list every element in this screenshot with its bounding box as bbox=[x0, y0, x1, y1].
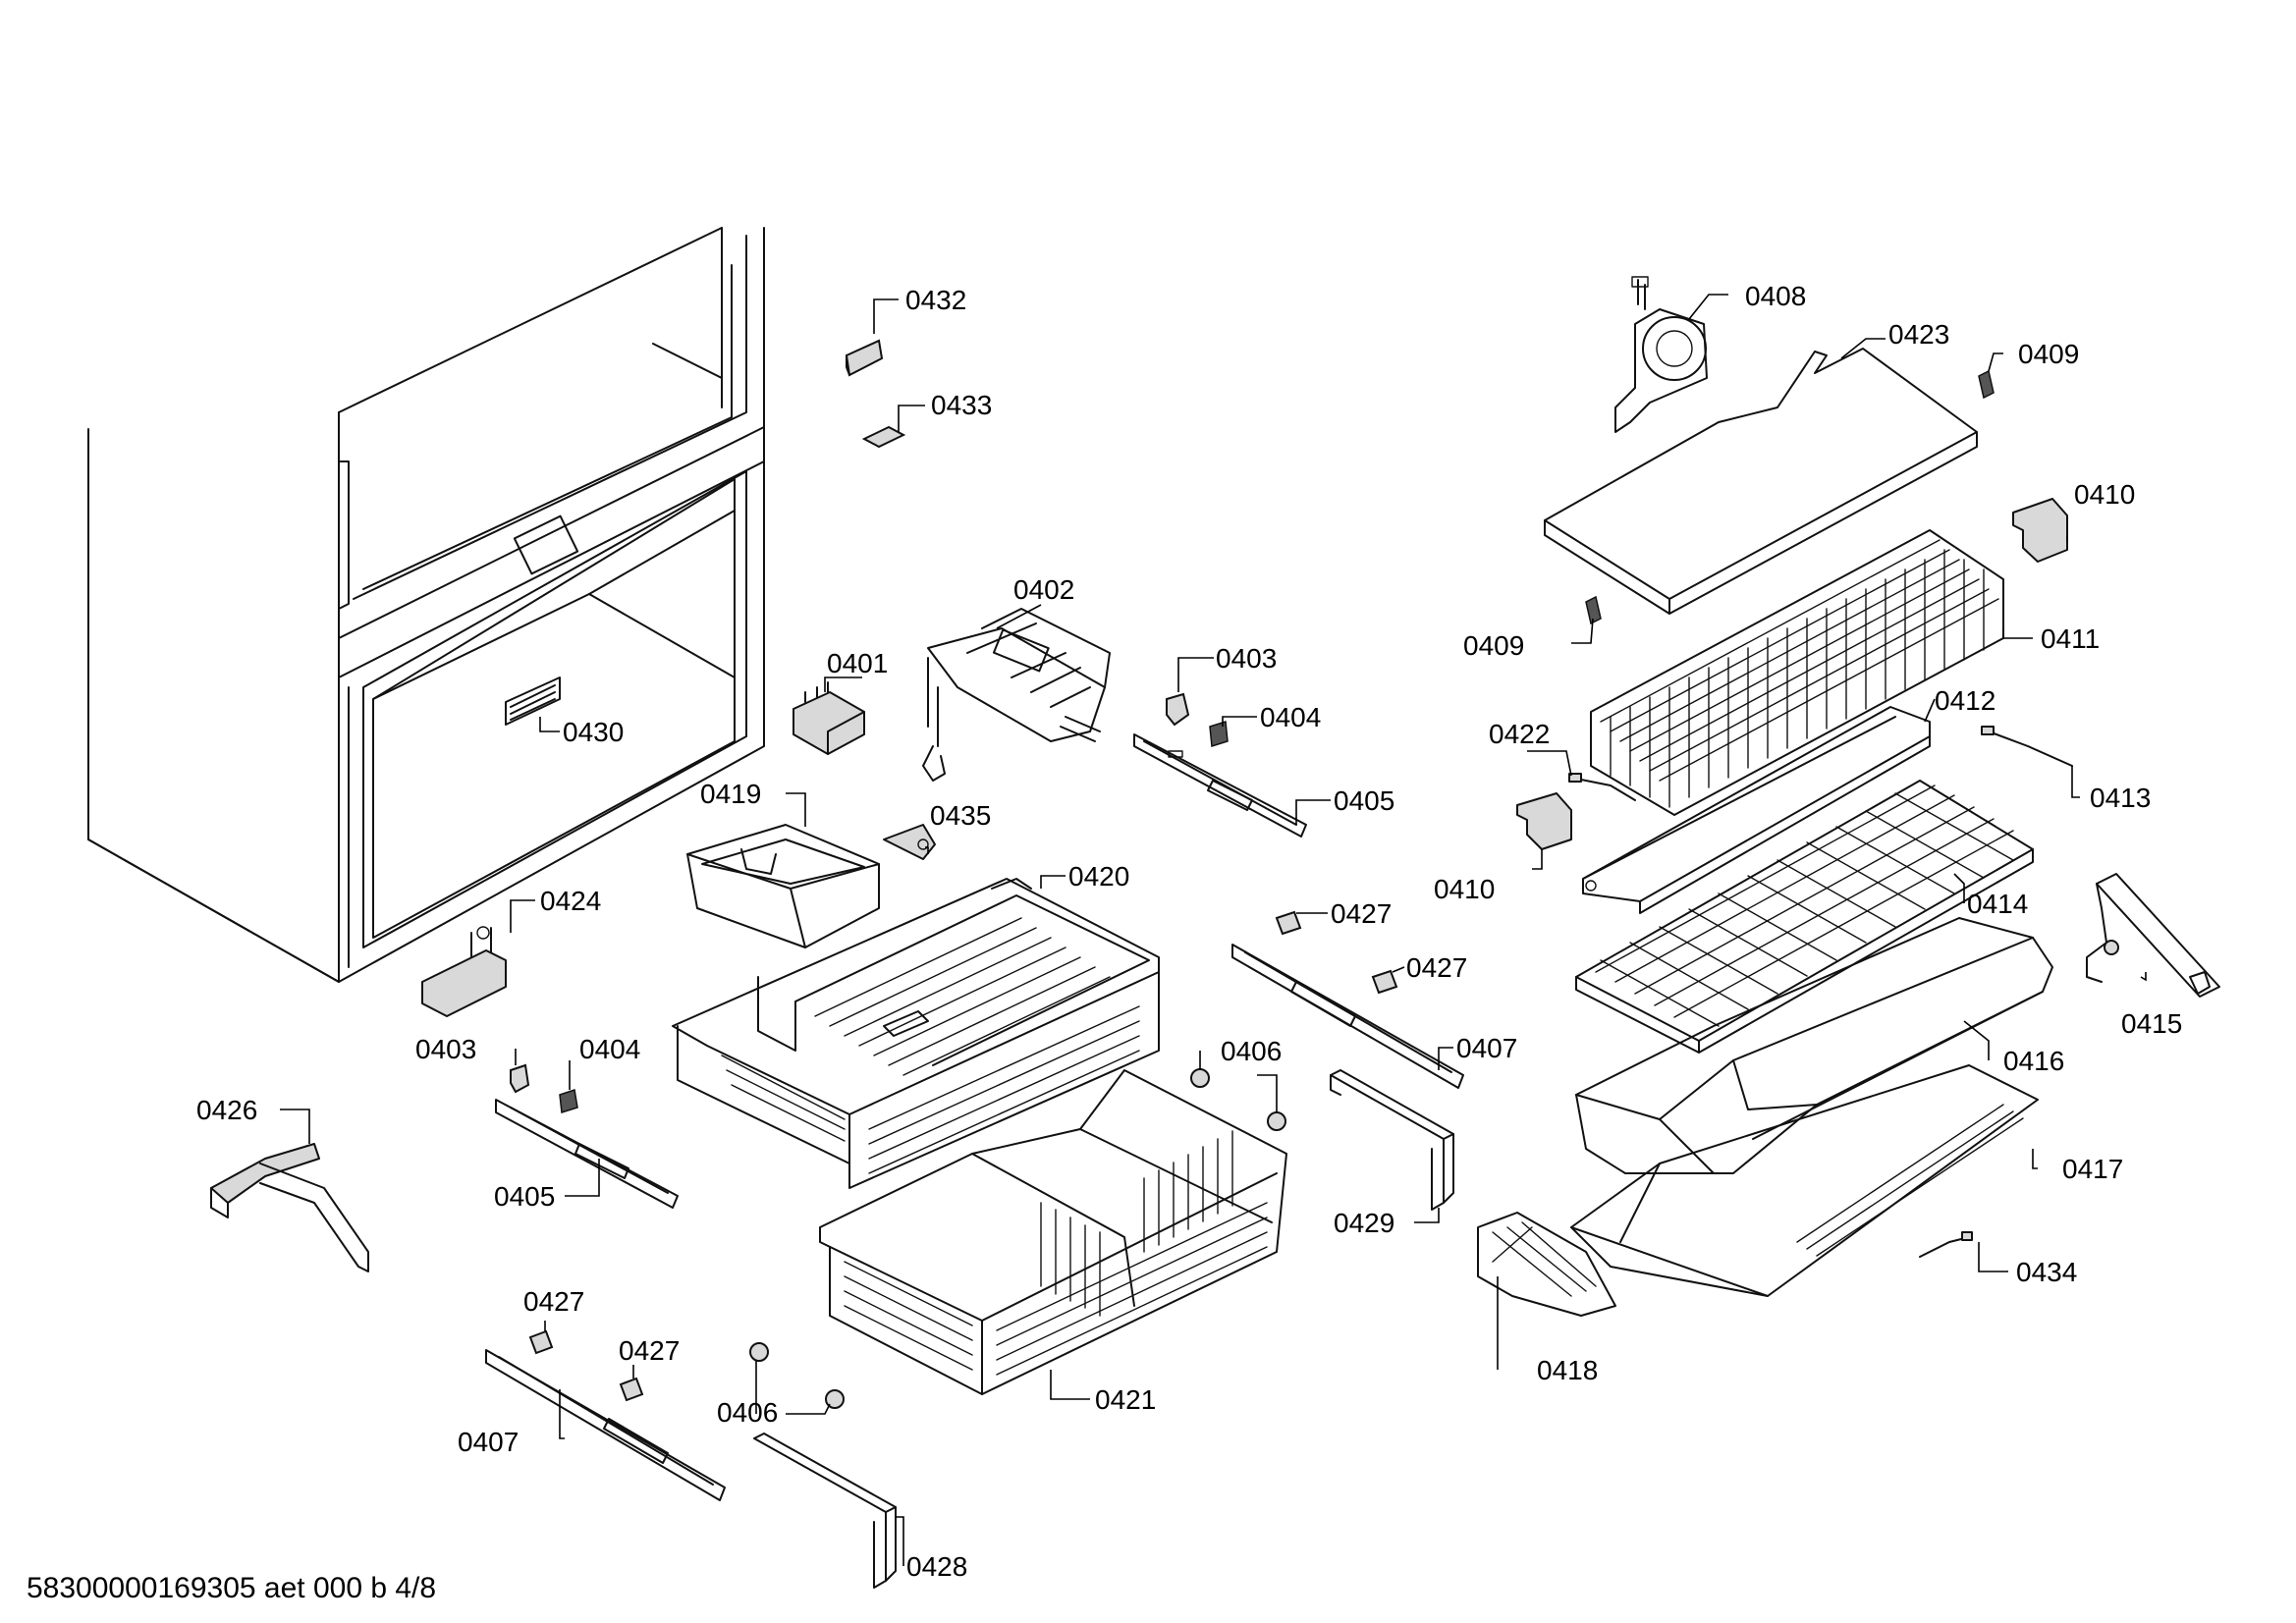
part-0412-tray bbox=[1582, 706, 1931, 914]
part-0416-cover bbox=[1575, 917, 2053, 1174]
callout-0413: 0413 bbox=[2090, 783, 2151, 813]
part-0434-sensor bbox=[1919, 1231, 1973, 1258]
part-0406-upper-a bbox=[1190, 1068, 1210, 1088]
part-0401 bbox=[793, 681, 865, 755]
callout-0423: 0423 bbox=[1888, 319, 1949, 350]
callout-0407-center: 0407 bbox=[1456, 1033, 1517, 1063]
callout-0418: 0418 bbox=[1537, 1355, 1598, 1385]
callout-0427-lower-b: 0427 bbox=[619, 1335, 680, 1366]
callout-0422: 0422 bbox=[1489, 719, 1550, 749]
callout-0410-upper: 0410 bbox=[2074, 479, 2135, 510]
callout-0433: 0433 bbox=[931, 390, 992, 420]
callout-0407-lower: 0407 bbox=[458, 1427, 519, 1457]
callout-0403-lower: 0403 bbox=[415, 1034, 476, 1064]
part-0422-sensor bbox=[1568, 773, 1636, 801]
callout-0402: 0402 bbox=[1013, 574, 1074, 605]
part-0427-center-a bbox=[1275, 910, 1302, 936]
part-0403-upper bbox=[1166, 692, 1190, 727]
callout-labels: 0432 0433 0402 0401 0403 0404 0405 0430 … bbox=[196, 281, 2182, 1582]
callout-0405-upper: 0405 bbox=[1334, 785, 1394, 816]
callout-0432: 0432 bbox=[905, 285, 966, 315]
part-0415-bracket bbox=[2086, 873, 2220, 998]
evaporator-coil-illustration bbox=[1590, 529, 2004, 816]
part-0410-upper bbox=[2012, 498, 2068, 563]
fan-motor-illustration bbox=[1614, 276, 1708, 433]
callout-0420: 0420 bbox=[1068, 861, 1129, 892]
part-0418-bracket bbox=[1477, 1212, 1616, 1317]
part-0407-lower-rail bbox=[485, 1349, 726, 1501]
part-0409-lower bbox=[1585, 595, 1602, 625]
callout-0409-upper: 0409 bbox=[2018, 339, 2079, 369]
callout-0427-lower-a: 0427 bbox=[523, 1286, 584, 1317]
callout-0406-upper: 0406 bbox=[1221, 1036, 1282, 1066]
part-0409-upper bbox=[1978, 369, 1995, 400]
part-0407-center-rail bbox=[1231, 944, 1464, 1089]
part-0413-sensor bbox=[1981, 726, 2073, 767]
part-0429-bracket bbox=[1330, 1069, 1454, 1211]
callout-0429: 0429 bbox=[1334, 1208, 1394, 1238]
fridge-cabinet-illustration bbox=[87, 227, 765, 983]
part-0428-bracket bbox=[753, 1433, 897, 1589]
callout-0408: 0408 bbox=[1745, 281, 1806, 311]
part-0432 bbox=[845, 339, 884, 377]
callout-0404-upper: 0404 bbox=[1260, 702, 1321, 732]
callout-0416: 0416 bbox=[2003, 1046, 2064, 1076]
callout-0419: 0419 bbox=[700, 779, 761, 809]
part-0406-lower-b bbox=[825, 1389, 845, 1409]
part-0406-lower-a bbox=[749, 1342, 769, 1362]
callout-0427-center-b: 0427 bbox=[1406, 952, 1467, 983]
callout-0415: 0415 bbox=[2121, 1008, 2182, 1039]
part-0423-cover bbox=[1544, 348, 1978, 615]
part-0424 bbox=[421, 926, 507, 1017]
part-0427-lower-a bbox=[528, 1329, 554, 1355]
part-0406-upper-b bbox=[1267, 1111, 1286, 1131]
callout-0403-upper: 0403 bbox=[1216, 643, 1277, 674]
callout-0401: 0401 bbox=[827, 648, 888, 678]
callout-0411: 0411 bbox=[2041, 623, 2100, 654]
callout-0421: 0421 bbox=[1095, 1384, 1156, 1415]
part-0405-lower-rail bbox=[495, 1099, 679, 1209]
callout-0427-center-a: 0427 bbox=[1331, 898, 1392, 929]
callout-0417: 0417 bbox=[2062, 1154, 2123, 1184]
callout-0424: 0424 bbox=[540, 886, 601, 916]
part-0414-rack bbox=[1575, 780, 2034, 1054]
callout-0434: 0434 bbox=[2016, 1257, 2077, 1287]
part-0410-lower bbox=[1516, 792, 1572, 850]
part-0404-lower bbox=[559, 1089, 578, 1113]
part-0403-lower bbox=[510, 1063, 530, 1094]
part-0402-ice-maker bbox=[922, 608, 1111, 782]
part-0420-drawer bbox=[672, 878, 1160, 1189]
part-0435 bbox=[883, 824, 936, 860]
part-0417-plate bbox=[1570, 1064, 2039, 1297]
callout-0406-lower: 0406 bbox=[717, 1397, 778, 1428]
leader-lines bbox=[280, 294, 2147, 1566]
callout-0414: 0414 bbox=[1967, 889, 2028, 919]
callout-0404-lower: 0404 bbox=[579, 1034, 640, 1064]
part-0426-bracket bbox=[210, 1143, 369, 1272]
part-0433 bbox=[861, 425, 906, 449]
callout-0409-lower: 0409 bbox=[1463, 630, 1524, 661]
part-0404-upper bbox=[1209, 721, 1229, 747]
callout-0428: 0428 bbox=[906, 1551, 967, 1582]
part-0419-bin bbox=[686, 824, 880, 948]
callout-0435: 0435 bbox=[930, 800, 991, 831]
part-0421-basket bbox=[819, 1069, 1287, 1395]
callout-0430: 0430 bbox=[563, 717, 624, 747]
callout-0426: 0426 bbox=[196, 1095, 257, 1125]
callout-0410-lower: 0410 bbox=[1434, 874, 1495, 904]
callout-0412: 0412 bbox=[1935, 685, 1995, 716]
callout-0405-lower: 0405 bbox=[494, 1181, 555, 1212]
part-0405-upper-rail bbox=[1133, 733, 1307, 838]
document-code: 58300000169305 aet 000 b 4/8 bbox=[27, 1572, 436, 1604]
part-0427-center-b bbox=[1371, 969, 1398, 995]
part-0427-lower-b bbox=[619, 1377, 644, 1402]
